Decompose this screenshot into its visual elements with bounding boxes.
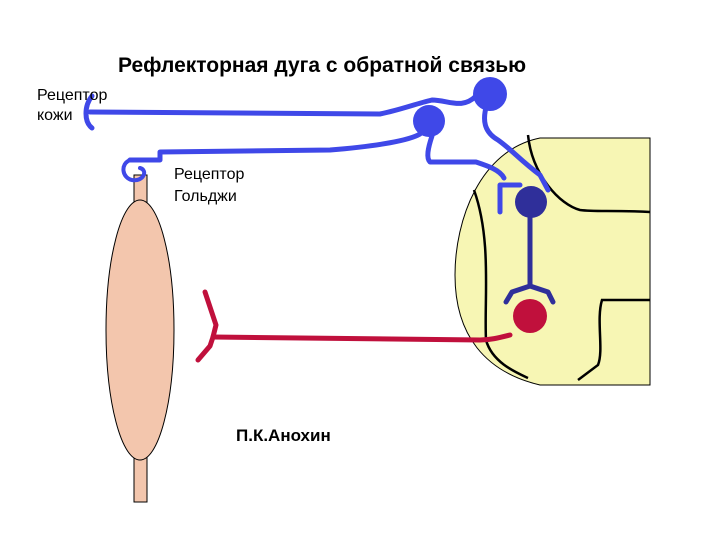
- motor-end-plate-lower: [195, 334, 216, 363]
- skin-receptor-ending: [83, 93, 95, 131]
- skin-receptor-label-line1: Рецептор: [37, 87, 108, 104]
- golgi-receptor-label-line1: Рецептор: [174, 166, 245, 183]
- golgi-afferent-terminal: [497, 182, 523, 215]
- golgi-afferent: [121, 105, 523, 215]
- motor-axon: [210, 332, 513, 343]
- motor-neuron: [195, 289, 547, 363]
- golgi-receptor-ending: [121, 158, 147, 183]
- muscle-belly: [105, 199, 175, 461]
- spinal-cord-outline: [454, 137, 651, 386]
- grey-matter-contour-top: [526, 134, 651, 214]
- author-label: П.К.Анохин: [236, 426, 331, 445]
- golgi-receptor-label-line2: Гольджи: [174, 188, 237, 205]
- skin-afferent: [83, 77, 551, 193]
- grey-matter-contour-left: [472, 189, 529, 380]
- golgi-afferent-central-branch: [425, 133, 507, 181]
- muscle: [105, 174, 175, 503]
- motor-neuron-body: [513, 299, 547, 333]
- motor-end-plate-upper: [202, 289, 219, 340]
- skin-receptor-label: Рецептор кожи: [37, 86, 107, 126]
- golgi-sensory-neuron-body: [413, 105, 445, 137]
- skin-afferent-central-branch: [482, 101, 551, 193]
- golgi-receptor-label: Рецептор Гольджи: [174, 164, 244, 208]
- spinal-cord: [454, 134, 651, 386]
- golgi-afferent-fiber: [127, 131, 423, 163]
- interneuron-terminal: [503, 283, 556, 305]
- diagram-title: Рефлекторная дуга с обратной связью: [118, 54, 527, 77]
- interneuron-body: [515, 186, 547, 218]
- interneuron: [503, 186, 556, 305]
- grey-matter-contour-right: [577, 298, 650, 381]
- skin-sensory-neuron-body: [473, 77, 507, 111]
- skin-receptor-label-line2: кожи: [37, 107, 73, 124]
- skin-afferent-fiber: [87, 93, 479, 117]
